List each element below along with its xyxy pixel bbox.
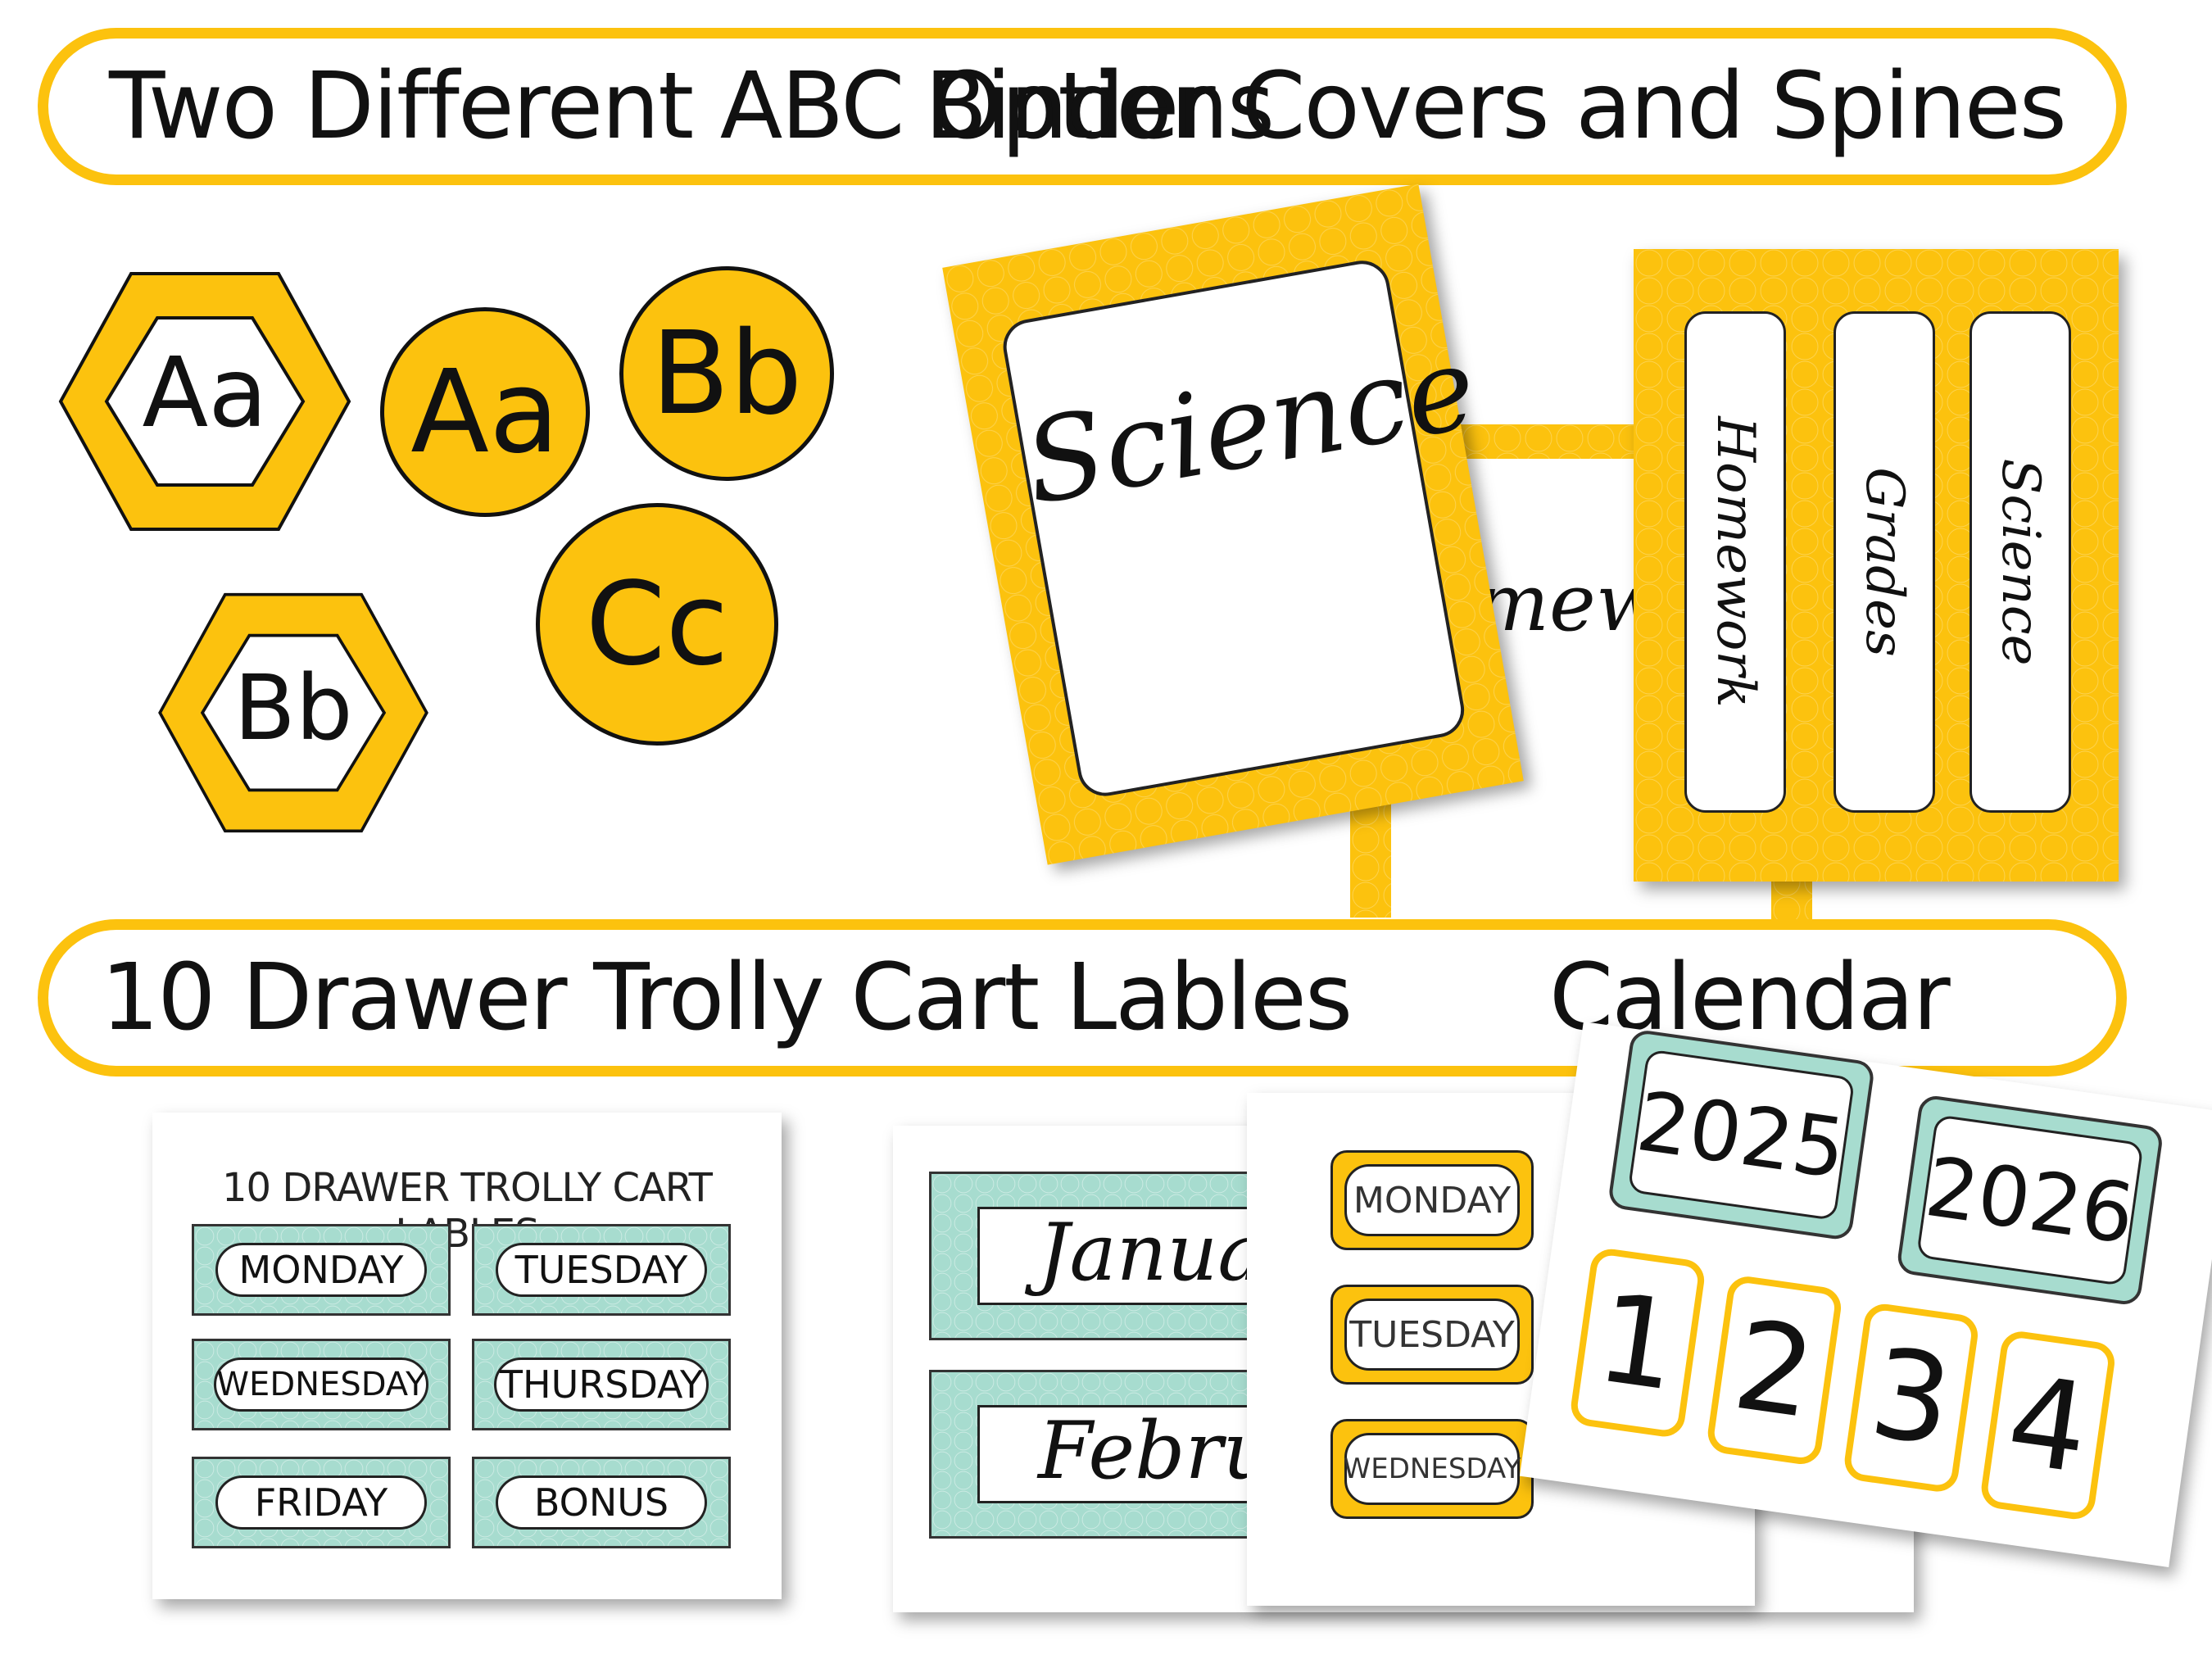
calendar-day-tuesday: TUESDAY (1330, 1285, 1534, 1385)
year-2026-label: 2026 (1915, 1114, 2144, 1286)
spine-homework-label: Homework (1705, 416, 1766, 708)
month-banner-january-ribbon (977, 1207, 1259, 1305)
spine-homework: Homework (1684, 311, 1786, 813)
year-2025-label: 2025 (1627, 1049, 1856, 1222)
trolly-label-bonus: BONUS (472, 1457, 731, 1548)
abc-options-heading: Two Different ABC Options (109, 53, 1275, 160)
spine-science: Science (1969, 311, 2071, 813)
calendar-day-wednesday: WEDNESDAY (1330, 1419, 1534, 1519)
trolly-label-wednesday: WEDNESDAY (192, 1339, 451, 1430)
trolly-labels-heading: 10 Drawer Trolly Cart Lables (101, 945, 1353, 1051)
binder-covers-heading: Binder Covers and Spines (924, 53, 2067, 160)
trolly-label-wednesday-text: WEDNESDAY (214, 1358, 428, 1412)
trolly-label-friday: FRIDAY (192, 1457, 451, 1548)
month-banner-february: Februa (929, 1370, 1321, 1539)
trolly-label-thursday: THURSDAY (472, 1339, 731, 1430)
spine-grades: Grades (1834, 311, 1935, 813)
number-tile-1: 1 (1568, 1246, 1707, 1439)
binder-cover-science: Science (942, 184, 1524, 865)
top-banner: Two Different ABC Options Binder Covers … (38, 28, 2127, 185)
circle-letter-bb: Bb (619, 266, 834, 481)
hexagon-letter-aa-text: Aa (142, 336, 268, 449)
hexagon-letter-aa (58, 272, 351, 531)
calendar-day-wednesday-text: WEDNESDAY (1344, 1433, 1521, 1505)
number-tile-2: 2 (1705, 1273, 1844, 1467)
trolly-label-friday-text: FRIDAY (215, 1475, 427, 1530)
spine-science-label: Science (1990, 458, 2051, 666)
spine-grades-label: Grades (1854, 467, 1915, 657)
year-tile-2025: 2025 (1607, 1028, 1876, 1242)
hexagon-letter-bb-text: Bb (233, 655, 353, 760)
binder-cover-frame: Science (999, 256, 1485, 800)
binder-back-cover-text: mew (1475, 557, 1664, 649)
month-banner-january: Januar (929, 1172, 1303, 1340)
trolly-label-tuesday: TUESDAY (472, 1224, 731, 1316)
calendar-day-tuesday-text: TUESDAY (1344, 1299, 1520, 1371)
circle-letter-aa: Aa (380, 307, 590, 517)
trolly-label-bonus-text: BONUS (496, 1475, 707, 1530)
number-tile-4: 4 (1979, 1329, 2118, 1522)
trolly-label-thursday-text: THURSDAY (494, 1358, 709, 1412)
hexagon-letter-bb (158, 592, 428, 833)
trolly-label-tuesday-text: TUESDAY (496, 1243, 707, 1297)
month-banner-february-ribbon (977, 1405, 1259, 1503)
calendar-day-monday-text: MONDAY (1344, 1164, 1520, 1236)
trolly-label-monday: MONDAY (192, 1224, 451, 1316)
trolly-label-monday-text: MONDAY (215, 1243, 427, 1297)
binder-cover-title: Science (1015, 320, 1485, 532)
circle-letter-cc: Cc (536, 503, 778, 746)
calendar-day-monday: MONDAY (1330, 1150, 1534, 1250)
year-tile-2026: 2026 (1895, 1094, 2164, 1307)
number-tile-3: 3 (1842, 1301, 1981, 1494)
calendar-numbers-sheet: 2025 2026 1 2 3 4 (1519, 1022, 2212, 1567)
bottom-banner: 10 Drawer Trolly Cart Lables Calendar (38, 919, 2127, 1077)
